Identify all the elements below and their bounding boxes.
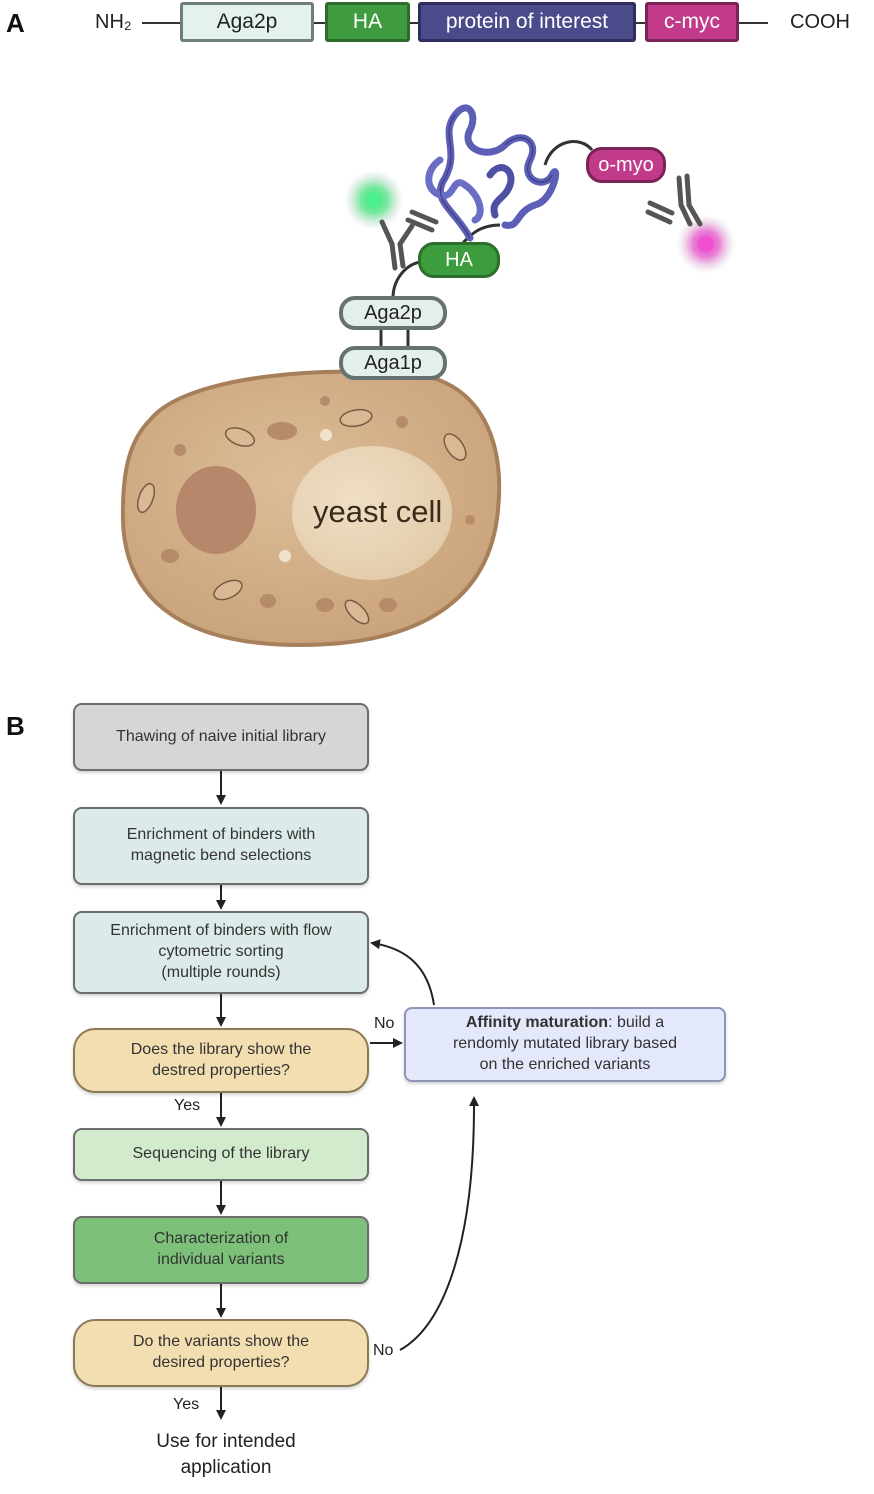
yeast-cell-label: yeast cell [313,494,443,529]
c-terminus-label: COOH [790,11,850,33]
no-label-1: No [374,1015,395,1032]
myc-antibody [645,173,736,274]
decision-library-properties: Does the library show the destred proper… [73,1028,369,1093]
aga2p-pill: Aga2p [339,296,447,330]
anchor-linkers [379,140,594,350]
myc-tag-pill: o-myo [586,147,666,183]
panel-a-letter: A [6,8,25,38]
ha-antibody [344,170,439,271]
step-sequencing: Sequencing of the library [73,1128,369,1181]
yeast-cell [120,369,502,648]
affinity-maturation-description: : build a rendomly mutated library based… [452,1014,678,1073]
construct-diagram: NH₂ Aga2p HA protein of interest c-myc C… [0,0,874,48]
panel-b-letter: B [6,711,25,741]
affinity-maturation-title: Affinity maturation [465,1014,609,1032]
n-terminus-label: NH₂ [95,11,132,33]
final-outcome-text: Use for intended application [156,1431,296,1478]
yeast-display-illustration [120,104,736,648]
ha-tag-pill: HA [418,242,500,278]
step-thawing: Thawing of naive initial library [73,703,369,771]
aga1p-pill: Aga1p [339,346,447,380]
construct-segment-aga2p: Aga2p [180,2,314,42]
affinity-maturation-box: Affinity maturation: build a rendomly mu… [404,1007,726,1082]
construct-segment-c-myc: c-myc [645,2,739,42]
step-flow-enrichment: Enrichment of binders with flow cytometr… [73,911,369,994]
step-magnetic-enrichment: Enrichment of binders with magnetic bend… [73,807,369,885]
step-characterization: Characterization of individual variants [73,1216,369,1284]
yes-label-1: Yes [174,1097,201,1114]
construct-segment-ha: HA [325,2,410,42]
construct-segment-protein-of-interest: protein of interest [418,2,636,42]
yes-label-2: Yes [173,1396,200,1413]
flowchart-arrows [216,771,480,1420]
affinity-maturation-text: Affinity maturation: build a rendomly mu… [453,1013,677,1075]
no-label-2: No [373,1342,394,1359]
decision-variant-properties: Do the variants show the desired propert… [73,1319,369,1387]
